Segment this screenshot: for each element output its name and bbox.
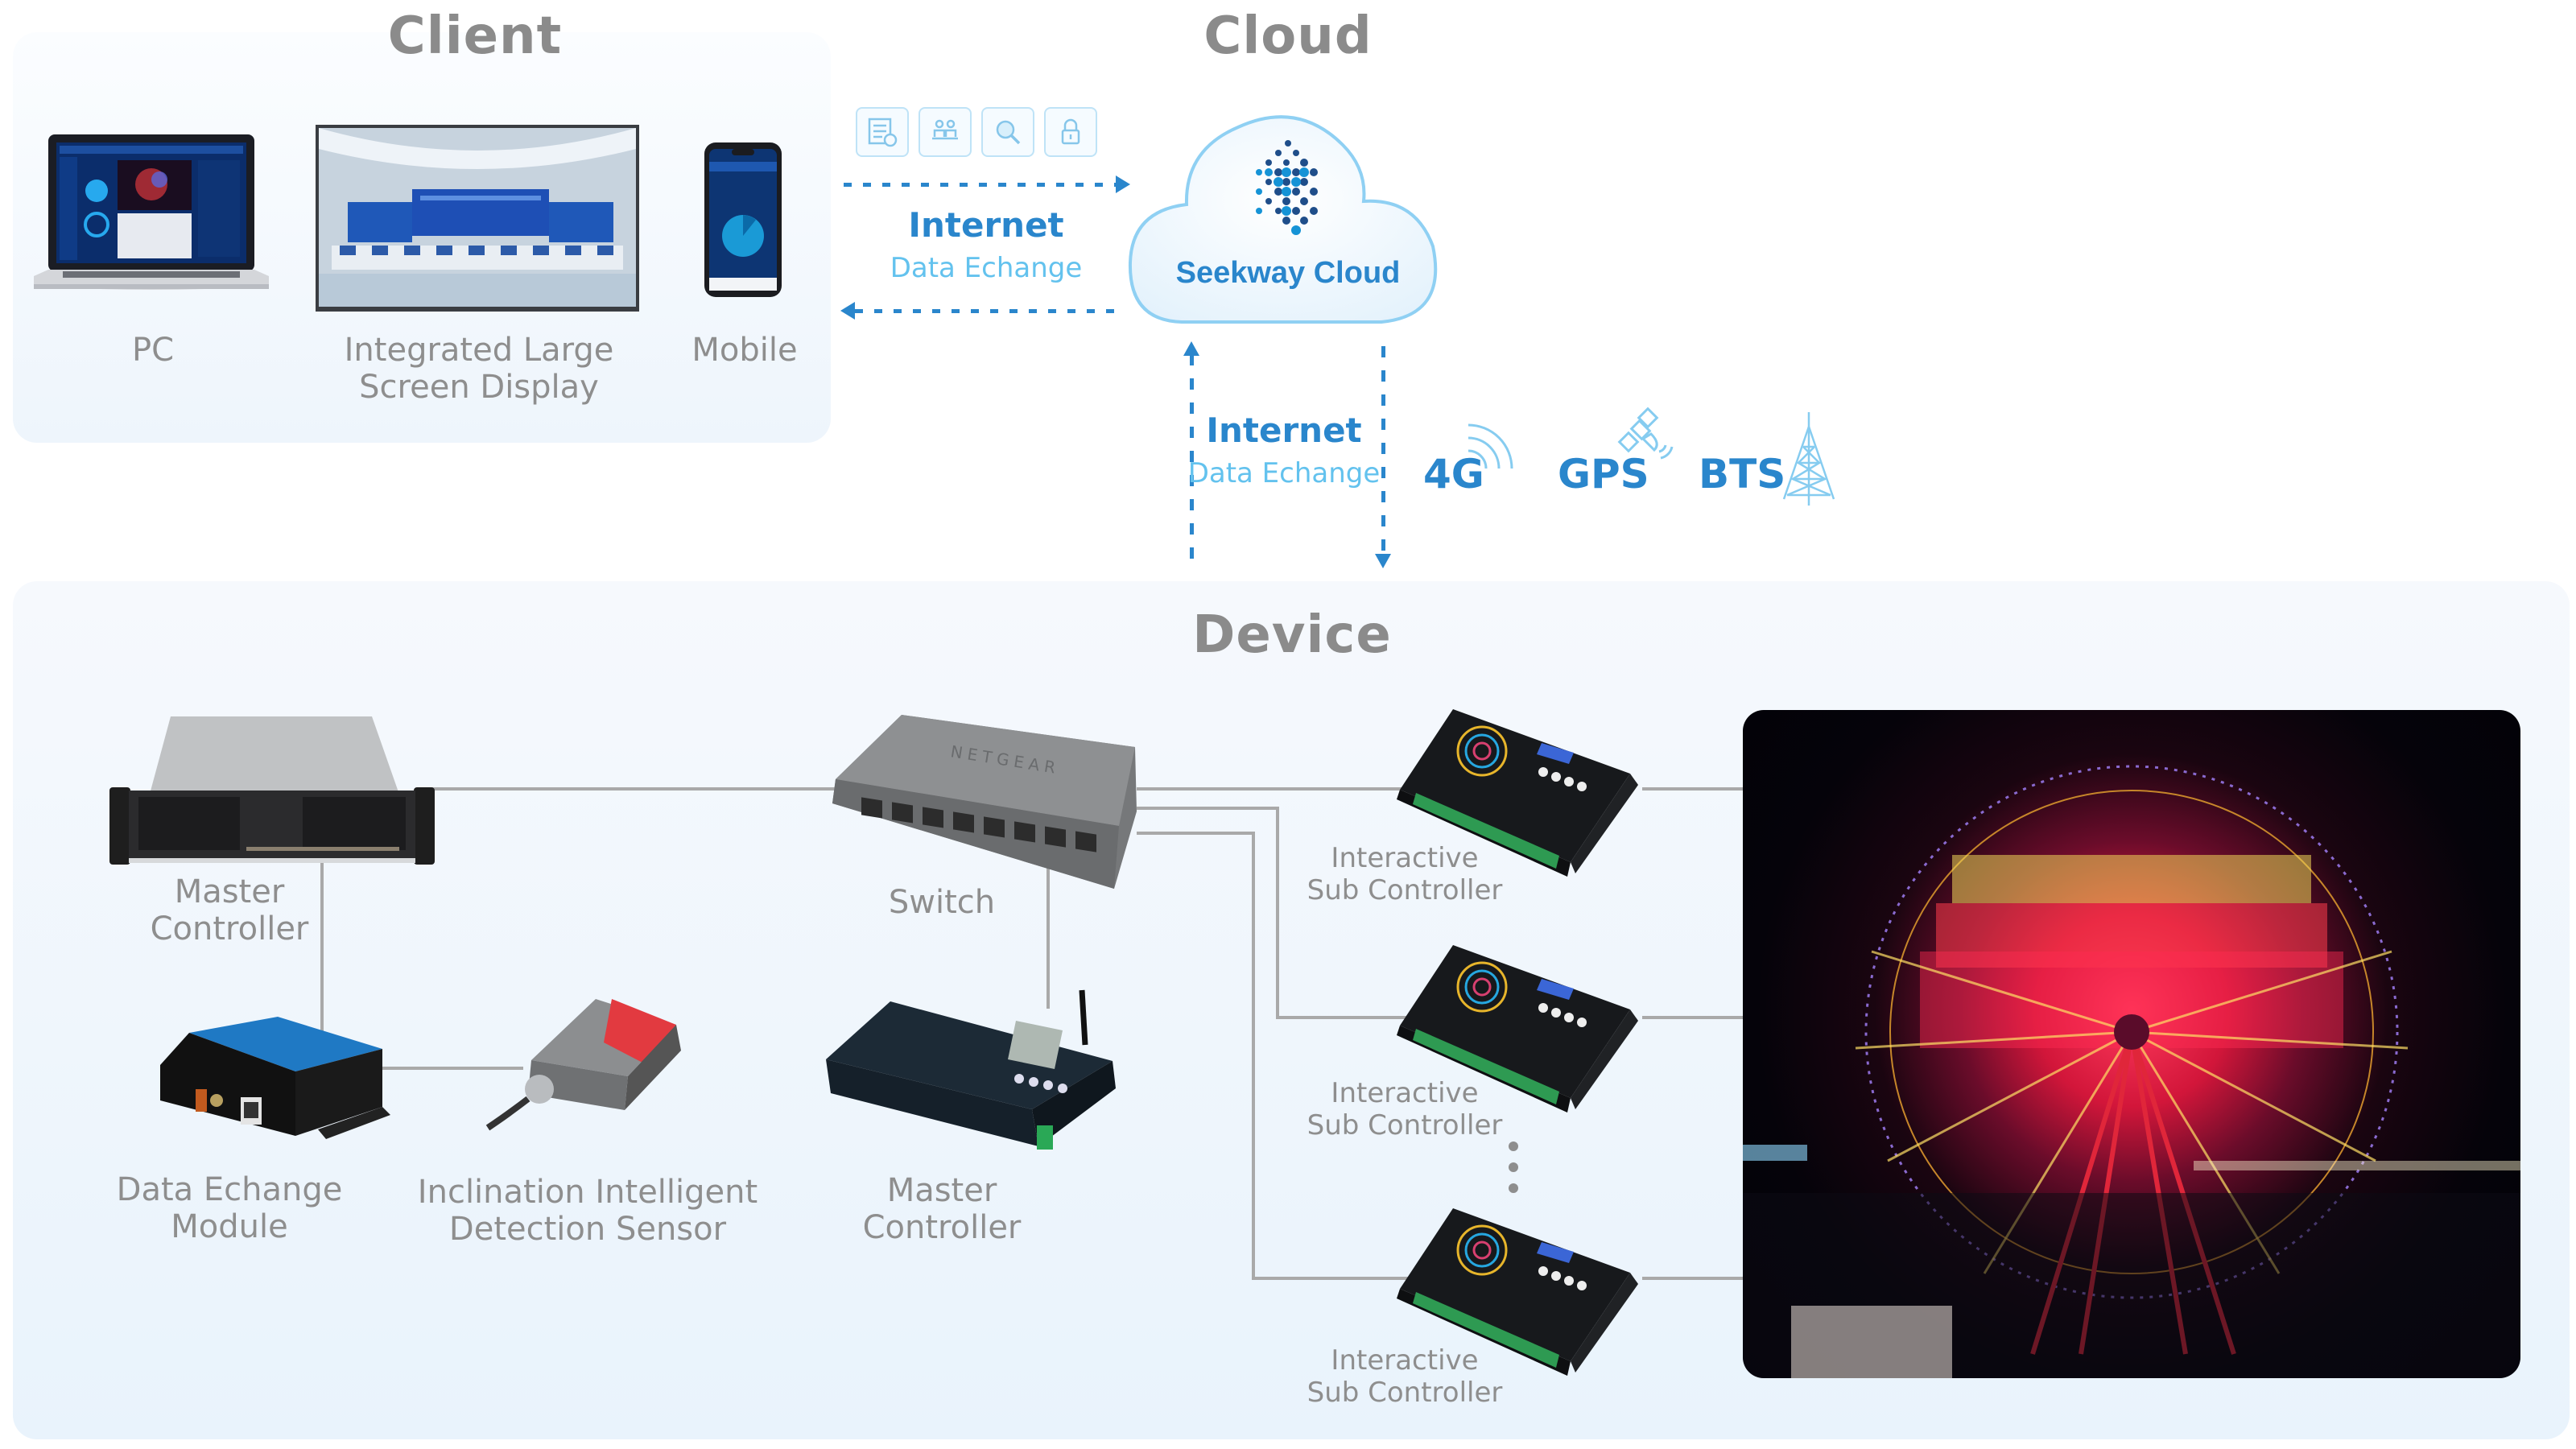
link-switch-sub2-b [1276, 807, 1279, 1018]
link-sub1-photo [1642, 787, 1743, 791]
arrow-down-head-icon [1375, 554, 1391, 568]
device-label-master-controller-2: Master Controller [862, 1172, 1022, 1246]
schedule-list-icon [856, 107, 909, 157]
internet-title-bottom: Internet [1206, 411, 1362, 450]
laptop-icon [31, 133, 272, 298]
link-switch-sub2-a [1137, 807, 1278, 810]
device-label-inclination-sensor: Inclination Intelligent Detection Sensor [417, 1174, 758, 1248]
cloud-title: Cloud [1203, 6, 1373, 66]
sub-controller-icon-1 [1397, 704, 1646, 877]
data-module-icon [157, 1017, 390, 1146]
arrow-to-cloud-vertical [1190, 354, 1194, 568]
device-label-sub-controller-2: Interactive Sub Controller [1307, 1077, 1503, 1141]
arrow-to-cloud [844, 183, 1117, 187]
ellipsis-dot-3 [1509, 1183, 1518, 1193]
link-master-switch [431, 787, 841, 791]
client-label-mobile: Mobile [691, 332, 798, 369]
arrow-to-client [855, 309, 1125, 313]
arrow-to-device-vertical [1381, 346, 1385, 555]
link-switch-sub3-c [1252, 1277, 1413, 1280]
led-controller-icon [823, 989, 1141, 1166]
device-label-sub-controller-3: Interactive Sub Controller [1307, 1344, 1503, 1409]
network-4g-label: 4G [1423, 451, 1484, 497]
device-title: Device [1192, 605, 1392, 665]
mobile-phone-icon [703, 141, 783, 299]
link-switch-sub3-a [1137, 832, 1253, 835]
data-exchange-subtitle-bottom: Data Echange [1187, 457, 1381, 489]
sub-controller-icon-2 [1397, 940, 1646, 1113]
satellite-icon [1614, 407, 1678, 471]
users-icon [919, 107, 972, 157]
client-label-large-screen: Integrated Large Screen Display [344, 332, 614, 406]
seekway-logo-icon [1232, 135, 1344, 248]
device-label-data-module: Data Echange Module [116, 1171, 343, 1245]
client-label-pc: PC [131, 332, 175, 369]
search-icon [981, 107, 1034, 157]
rack-server-faceplate [109, 778, 436, 870]
link-master-module [320, 841, 324, 1075]
arrow-left-head-icon [840, 302, 855, 320]
device-label-master-controller-1: Master Controller [150, 873, 309, 947]
ellipsis-dot-2 [1509, 1162, 1518, 1172]
large-screen-icon [316, 125, 639, 312]
network-gps-label: GPS [1558, 451, 1649, 497]
data-exchange-subtitle-top: Data Echange [890, 252, 1083, 284]
client-title: Client [387, 6, 563, 66]
link-module-sensor [382, 1067, 523, 1070]
cloud-name: Seekway Cloud [1175, 256, 1401, 290]
link-switch-sub2-c [1276, 1016, 1413, 1019]
sub-controller-icon-3 [1397, 1203, 1646, 1377]
device-label-sub-controller-1: Interactive Sub Controller [1307, 842, 1503, 906]
network-bts-label: BTS [1699, 451, 1786, 497]
network-switch-icon: NETGEAR [829, 707, 1143, 900]
link-sub3-photo [1642, 1277, 1743, 1280]
ellipsis-dot-1 [1509, 1141, 1518, 1151]
device-label-switch: Switch [888, 884, 996, 921]
link-sub2-photo [1642, 1016, 1743, 1019]
wireless-signal-icon [1463, 419, 1520, 475]
cell-tower-icon [1781, 411, 1837, 507]
link-switch-sub1 [1137, 787, 1410, 791]
arrow-right-head-icon [1116, 175, 1130, 193]
link-switch-sub3-b [1252, 832, 1255, 1278]
arrow-up-head-icon [1183, 341, 1199, 356]
inclination-sensor-icon [483, 986, 692, 1135]
link-switch-led-controller [1046, 833, 1050, 1009]
internet-title-top: Internet [908, 205, 1064, 245]
lock-icon [1044, 107, 1097, 157]
ferris-wheel-night-photo [1743, 710, 2520, 1378]
